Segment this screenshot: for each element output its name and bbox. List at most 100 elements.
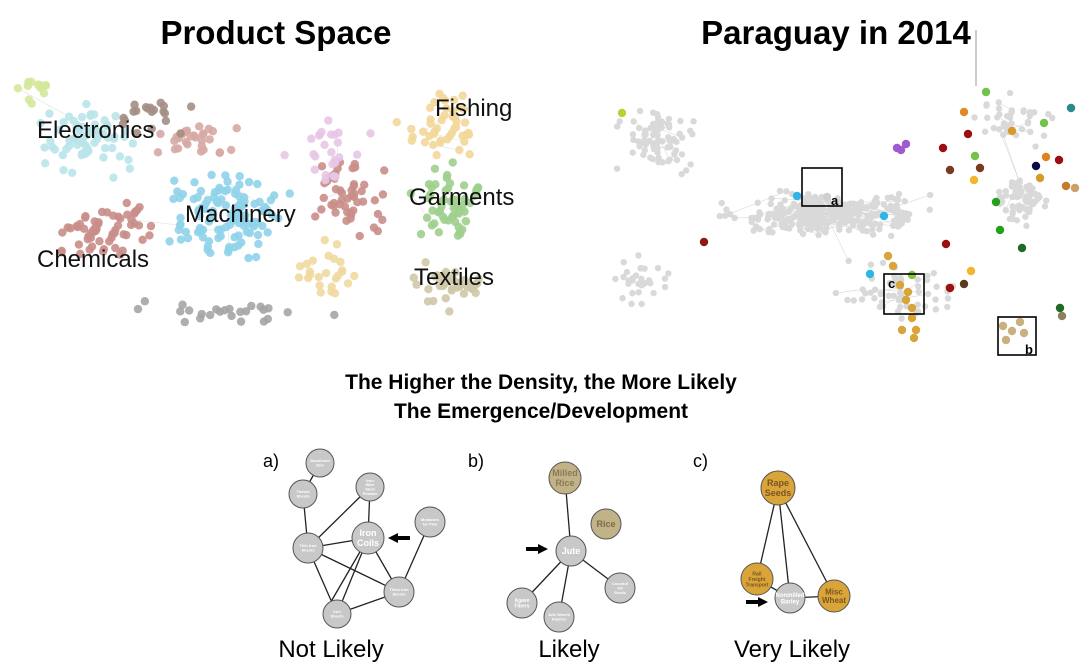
product-node <box>120 127 130 136</box>
product-node <box>776 187 784 195</box>
product-node <box>636 107 644 115</box>
product-node <box>125 164 135 173</box>
product-node <box>756 225 763 233</box>
product-node <box>215 148 224 158</box>
product-node <box>683 167 690 174</box>
exported-product-node <box>1057 311 1067 321</box>
cluster-label-chemicals: Chemicals <box>37 246 149 273</box>
product-node <box>1018 125 1026 133</box>
product-node <box>1049 114 1056 122</box>
product-node <box>932 296 939 303</box>
product-node <box>1006 89 1014 97</box>
exported-product-node <box>959 107 969 117</box>
product-node <box>247 301 256 311</box>
product-node <box>723 206 730 213</box>
product-node <box>1029 198 1037 206</box>
density-heading-line2: The Emergence/Development <box>394 400 688 423</box>
product-node <box>847 210 854 218</box>
product-node <box>230 233 239 242</box>
product-node <box>914 283 922 290</box>
product-node <box>445 179 455 188</box>
product-node <box>748 214 755 222</box>
product-node <box>666 138 674 145</box>
product-node <box>317 162 327 171</box>
product-node <box>320 235 329 245</box>
product-node <box>122 198 131 208</box>
product-node <box>677 117 684 125</box>
product-node <box>119 113 128 123</box>
product-node <box>845 257 852 265</box>
product-node <box>894 308 902 315</box>
product-node <box>337 195 346 205</box>
product-node <box>165 237 174 246</box>
product-node <box>616 118 623 125</box>
product-node <box>1009 193 1016 201</box>
product-node <box>879 303 886 310</box>
product-node <box>895 190 903 198</box>
product-node <box>1006 215 1014 223</box>
product-node <box>933 283 940 290</box>
exported-product-node <box>995 225 1005 235</box>
product-node <box>687 127 694 135</box>
product-node <box>620 258 627 266</box>
exported-product-node <box>945 165 955 175</box>
product-node <box>867 261 875 268</box>
product-node <box>406 189 416 198</box>
product-node <box>366 129 375 138</box>
product-node <box>818 213 826 221</box>
product-node <box>555 535 587 567</box>
product-node <box>311 152 320 161</box>
product-node <box>819 226 827 233</box>
product-node <box>105 237 114 246</box>
product-node <box>884 194 891 202</box>
product-node <box>329 254 339 264</box>
product-node <box>926 191 934 199</box>
product-node-label: Jute <box>562 546 581 556</box>
product-node <box>776 209 783 216</box>
product-node <box>458 200 467 210</box>
product-node <box>111 111 120 121</box>
product-node <box>445 307 454 316</box>
product-node <box>420 138 430 147</box>
product-node <box>181 137 191 147</box>
product-node <box>1043 197 1050 204</box>
product-node <box>1008 109 1015 116</box>
paraguay-network <box>612 89 1056 322</box>
product-node <box>329 201 338 211</box>
product-node <box>999 194 1006 201</box>
product-node <box>926 206 933 213</box>
product-node <box>869 231 877 238</box>
product-node <box>995 105 1003 112</box>
product-node <box>432 124 442 133</box>
product-node <box>432 150 441 160</box>
product-node <box>285 189 294 198</box>
product-node <box>886 279 894 287</box>
exported-product-node <box>945 283 955 293</box>
product-node <box>237 238 246 247</box>
exported-product-node <box>883 251 893 261</box>
product-node <box>430 98 439 107</box>
product-node <box>640 151 647 159</box>
product-node <box>872 212 879 219</box>
product-node <box>809 217 816 224</box>
exported-product-node <box>966 266 976 276</box>
product-node <box>901 198 908 205</box>
product-node <box>1041 203 1049 210</box>
product-node <box>244 253 253 263</box>
product-node <box>661 283 669 291</box>
cluster-label-fishing: Fishing <box>435 95 512 122</box>
cluster-label-textiles: Textiles <box>414 264 494 291</box>
product-node <box>197 141 206 151</box>
exported-product-node <box>969 175 979 185</box>
product-node <box>459 181 469 190</box>
product-node <box>412 280 421 289</box>
product-node <box>921 303 929 310</box>
product-node <box>72 123 81 132</box>
product-node <box>90 138 99 148</box>
product-node <box>353 197 362 207</box>
product-node <box>981 128 989 135</box>
product-node <box>474 274 483 284</box>
